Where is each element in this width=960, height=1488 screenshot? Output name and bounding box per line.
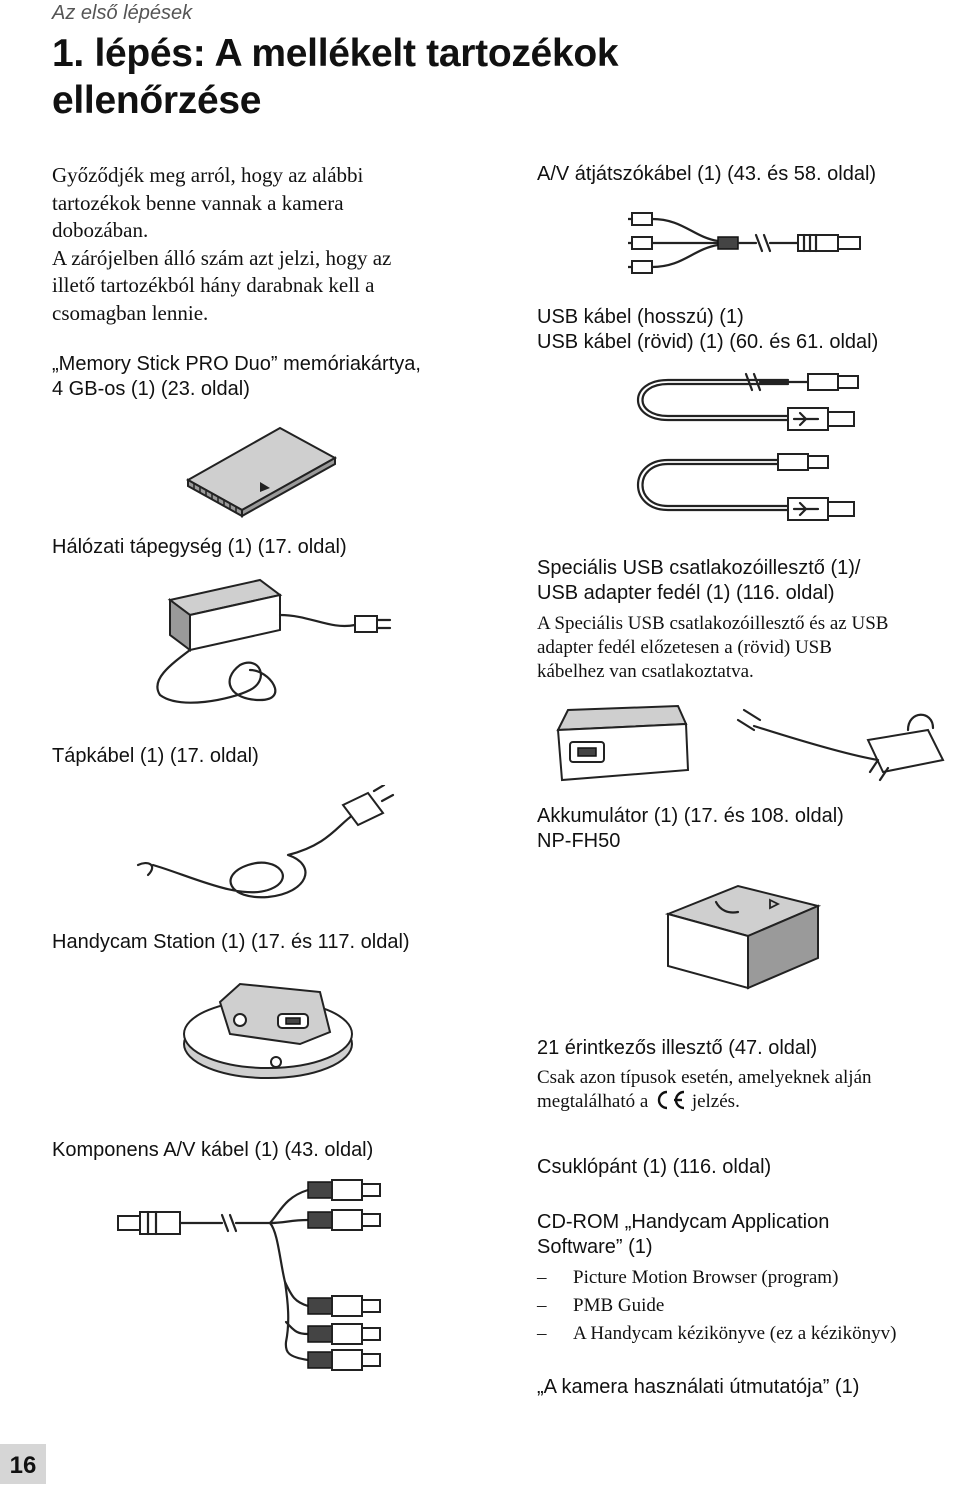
- item-line: Akkumulátor (1) (17. és 108. oldal): [537, 805, 844, 827]
- intro-line: dobozában.: [52, 218, 149, 242]
- item-line: NP-FH50: [537, 830, 621, 852]
- power-cord-icon: [136, 785, 395, 899]
- av-cable-icon: [628, 212, 861, 274]
- handycam-station-icon: [183, 982, 353, 1079]
- cdrom-contents-list: – Picture Motion Browser (program) – PMB G…: [537, 1264, 896, 1348]
- item-line: USB adapter fedél (1) (116. oldal): [537, 582, 835, 604]
- item-ac-adaptor-label: Hálózati tápegység (1) (17. oldal): [52, 536, 347, 558]
- battery-icon: [664, 884, 822, 990]
- list-item-text: PMB Guide: [573, 1295, 665, 1316]
- item-line: Software” (1): [537, 1236, 653, 1258]
- note-line: Csak azon típusok esetén, amelyeknek alj…: [537, 1067, 872, 1088]
- list-item: – A Handycam kézikönyve (ez a kézikönyv): [537, 1320, 896, 1348]
- list-item: – PMB Guide: [537, 1292, 896, 1320]
- section-label: Az első lépések: [52, 2, 193, 24]
- usb-cable-icon: [636, 372, 859, 521]
- item-usb-adaptor-label: Speciális USB csatlakozóillesztő (1)/ US…: [537, 556, 860, 606]
- list-item-text: Picture Motion Browser (program): [573, 1267, 839, 1288]
- item-line: 4 GB-os (1) (23. oldal): [52, 378, 250, 400]
- item-handycam-station-label: Handycam Station (1) (17. és 117. oldal): [52, 931, 410, 953]
- list-dash: –: [537, 1323, 547, 1344]
- item-memory-stick-label: „Memory Stick PRO Duo” memóriakártya, 4 …: [52, 352, 421, 402]
- note-line: megtalálható a jelzés.: [537, 1090, 872, 1114]
- memory-stick-icon: [185, 426, 338, 518]
- list-item: – Picture Motion Browser (program): [537, 1264, 896, 1292]
- item-power-cord-label: Tápkábel (1) (17. oldal): [52, 745, 259, 767]
- intro-line: tartozékok benne vannak a kamera: [52, 190, 344, 215]
- page-title-line-2: ellenőrzése: [52, 79, 262, 122]
- item-line: USB kábel (hosszú) (1): [537, 306, 744, 328]
- intro-line: csomagban lennie.: [52, 300, 209, 325]
- item-wrist-strap-label: Csuklópánt (1) (116. oldal): [537, 1156, 772, 1178]
- item-line: CD-ROM „Handycam Application: [537, 1211, 830, 1233]
- item-av-cable-label: A/V átjátszókábel (1) (43. és 58. oldal): [537, 163, 877, 185]
- intro-paragraph: Győződjék meg arról, hogy az alábbi tart…: [52, 162, 492, 327]
- page-title-line-1: 1. lépés: A mellékelt tartozékok: [52, 32, 619, 75]
- item-cdrom-label: CD-ROM „Handycam Application Software” (…: [537, 1210, 829, 1260]
- note-line: adapter fedél előzetesen a (rövid) USB: [537, 637, 832, 658]
- item-operating-guide-label: „A kamera használati útmutatója” (1): [537, 1376, 860, 1398]
- ac-adaptor-icon: [156, 578, 392, 704]
- list-item-text: A Handycam kézikönyve (ez a kézikönyv): [573, 1323, 897, 1344]
- item-21pin-adaptor-note: Csak azon típusok esetén, amelyeknek alj…: [537, 1066, 872, 1114]
- item-21pin-adaptor-label: 21 érintkezős illesztő (47. oldal): [537, 1037, 818, 1059]
- note-text: megtalálható a: [537, 1091, 649, 1112]
- item-line: USB kábel (rövid) (1) (60. és 61. oldal): [537, 331, 879, 353]
- ce-mark-icon: [657, 1090, 685, 1110]
- item-line: Speciális USB csatlakozóillesztő (1)/: [537, 557, 861, 579]
- note-text: jelzés.: [691, 1091, 740, 1112]
- intro-line: illető tartozékból hány darabnak kell a: [52, 273, 375, 297]
- item-battery-label: Akkumulátor (1) (17. és 108. oldal) NP-F…: [537, 804, 844, 854]
- page-number: 16: [0, 1444, 46, 1484]
- page-title: 1. lépés: A mellékelt tartozékok ellenőr…: [52, 30, 619, 124]
- list-dash: –: [537, 1295, 547, 1316]
- usb-adaptor-icon: [556, 704, 945, 782]
- item-usb-adaptor-note: A Speciális USB csatlakozóillesztő és az…: [537, 612, 888, 684]
- item-component-cable-label: Komponens A/V kábel (1) (43. oldal): [52, 1139, 374, 1161]
- note-line: kábelhez van csatlakoztatva.: [537, 661, 754, 682]
- note-line: A Speciális USB csatlakozóillesztő és az…: [537, 613, 889, 634]
- intro-line: A zárójelben álló szám azt jelzi, hogy a…: [52, 245, 392, 270]
- intro-line: Győződjék meg arról, hogy az alábbi: [52, 163, 364, 187]
- component-av-cable-icon: [117, 1179, 381, 1371]
- list-dash: –: [537, 1267, 547, 1288]
- item-usb-cable-label: USB kábel (hosszú) (1) USB kábel (rövid)…: [537, 305, 878, 355]
- item-line: „Memory Stick PRO Duo” memóriakártya,: [52, 353, 421, 375]
